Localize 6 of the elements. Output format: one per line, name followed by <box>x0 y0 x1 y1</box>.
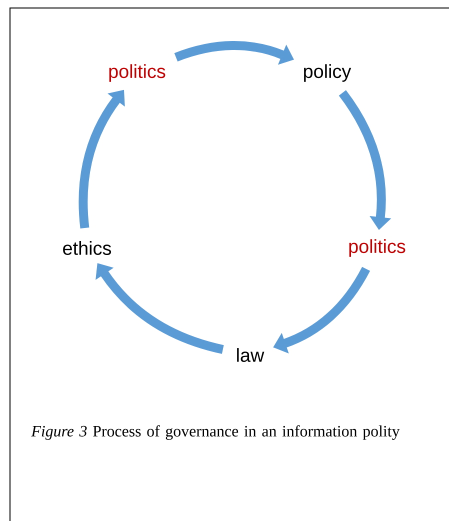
cycle-label: politics <box>349 239 406 257</box>
cycle-label: policy <box>304 64 352 82</box>
cycle-label: law <box>237 348 264 362</box>
cycle-label: ethics <box>63 241 112 255</box>
figure-caption: Figure 3 Process of governance in an information polity <box>31 425 400 440</box>
cycle-label: politics <box>109 64 166 82</box>
